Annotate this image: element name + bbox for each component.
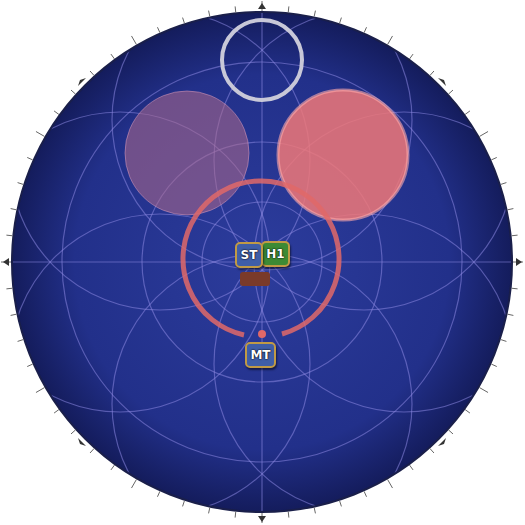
tick-mark [6, 288, 12, 290]
role-icon: MT [245, 342, 276, 368]
tick-mark [18, 183, 24, 185]
donut-ring [183, 181, 339, 335]
tick-mark [209, 508, 210, 514]
tick-mark [90, 449, 94, 453]
tick-mark [479, 132, 488, 137]
tick-mark [501, 183, 507, 185]
tick-mark [11, 209, 17, 210]
tick-mark [183, 501, 185, 507]
tick-mark [157, 27, 159, 32]
tick-mark [410, 465, 414, 470]
arena-floor [12, 12, 512, 512]
tick-mark [479, 388, 488, 393]
ring-marker [258, 330, 266, 338]
tick-mark [449, 430, 453, 434]
tick-mark [111, 465, 115, 470]
tick-mark [157, 491, 159, 496]
tick-mark [11, 314, 17, 315]
tick-mark [183, 18, 185, 24]
tick-mark [71, 90, 75, 94]
tick-mark [449, 90, 453, 94]
role-label: MT [250, 348, 270, 362]
stack-shadow [240, 272, 270, 286]
tick-mark [111, 54, 115, 59]
tick-mark [388, 479, 393, 488]
tick-mark [54, 111, 59, 115]
tick-mark [132, 479, 137, 488]
tick-mark [27, 364, 32, 366]
tick-mark [340, 501, 342, 507]
tower-ring [222, 20, 302, 100]
tick-mark [288, 512, 290, 518]
tick-mark [27, 157, 32, 159]
tick-mark [364, 491, 366, 496]
tick-mark [508, 209, 514, 210]
tick-mark [314, 508, 315, 514]
tick-mark [209, 11, 210, 17]
tick-mark [508, 314, 514, 315]
tick-mark [18, 340, 24, 342]
tick-mark [410, 54, 414, 59]
role-label: H1 [266, 247, 284, 261]
compass-markers [3, 3, 522, 522]
tick-mark [491, 364, 496, 366]
aoe-circle [125, 91, 249, 215]
tick-mark [501, 340, 507, 342]
tick-mark [36, 132, 45, 137]
tick-mark [430, 71, 434, 75]
role-label: ST [241, 248, 258, 262]
tick-mark [71, 430, 75, 434]
tick-mark [465, 410, 470, 414]
role-icon: H1 [261, 241, 290, 267]
tick-mark [512, 235, 518, 237]
tick-mark [512, 288, 518, 290]
tick-mark [235, 512, 237, 518]
role-icon: ST [235, 242, 263, 268]
tick-mark [491, 157, 496, 159]
tick-mark [235, 6, 237, 12]
tick-mark [90, 71, 94, 75]
tick-mark [314, 11, 315, 17]
aoe-circle [278, 90, 408, 220]
tick-mark [36, 388, 45, 393]
tick-mark [340, 18, 342, 24]
tick-mark [364, 27, 366, 32]
tick-mark [288, 6, 290, 12]
tick-mark [6, 235, 12, 237]
tick-mark [54, 410, 59, 414]
tick-mark [465, 111, 470, 115]
tick-mark [430, 449, 434, 453]
tick-mark [388, 36, 393, 45]
tick-mark [132, 36, 137, 45]
